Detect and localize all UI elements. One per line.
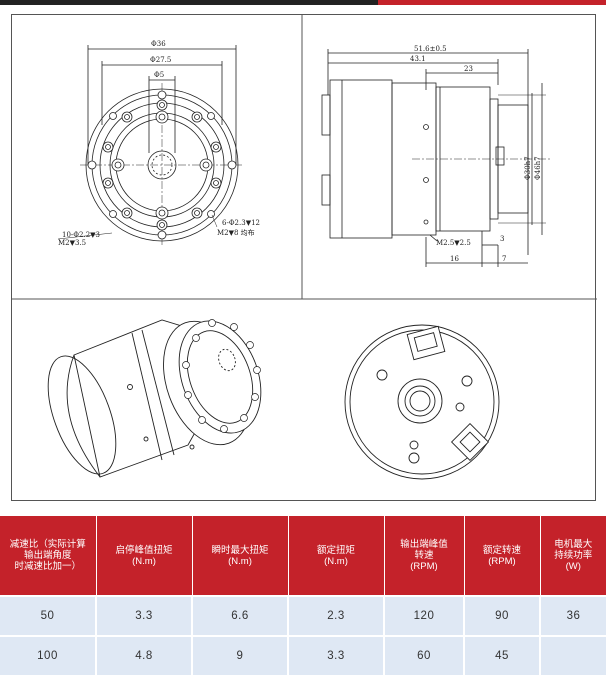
cell-output-peak-speed: 60: [384, 635, 465, 675]
header-reduction-ratio: 减速比（实际计算 输出端角度 时减速比加一）: [0, 516, 97, 596]
table-row: 100 4.8 9 3.3 60 45: [0, 635, 606, 675]
header-rated-torque: 额定扭矩 (N.m): [288, 516, 385, 596]
top-accent-red: [378, 0, 606, 5]
cell-rated-speed: 90: [464, 595, 541, 636]
dim-thread: M2.5▼2.5: [436, 239, 471, 247]
dim-dia-outer: Φ46h7: [534, 156, 542, 180]
cell-ratio: 100: [0, 635, 97, 675]
header-motor-max-power: 电机最大 持续功率 (W): [540, 516, 606, 596]
dim-d5: Φ5: [154, 71, 164, 79]
dim-len-body: 43.1: [410, 55, 426, 63]
cell-start-stop-peak: 3.3: [96, 595, 193, 636]
top-accent-bar: [0, 0, 606, 5]
cell-instant-max: 9: [192, 635, 289, 675]
cell-rated-torque: 3.3: [288, 635, 385, 675]
dim-holes-right-b: M2▼8 均布: [217, 228, 255, 237]
dim-holes-left-b: M2▼3.5: [58, 239, 86, 247]
header-rated-speed: 额定转速 (RPM): [464, 516, 541, 596]
cell-rated-speed: 45: [464, 635, 541, 675]
isometric-bolts: [182, 319, 261, 433]
spec-table: 减速比（实际计算 输出端角度 时减速比加一） 启停峰值扭矩 (N.m) 瞬时最大…: [0, 516, 606, 675]
dim-len-7: 7: [502, 255, 506, 263]
header-start-stop-peak-torque: 启停峰值扭矩 (N.m): [96, 516, 193, 596]
drawing-svg: Φ36 Φ27.5 Φ5 6-Φ2.3▼12 M2▼8 均布 10-Φ2.2▼3…: [12, 15, 597, 480]
cell-max-power: [540, 635, 606, 675]
dim-len-front: 23: [464, 65, 473, 73]
isometric-view: [47, 319, 262, 478]
dim-len-3: 3: [500, 235, 504, 243]
cell-output-peak-speed: 120: [384, 595, 465, 636]
dim-len-total: 51.6±0.5: [414, 45, 447, 53]
table-row: 50 3.3 6.6 2.3 120 90 36: [0, 595, 606, 636]
cell-ratio: 50: [0, 595, 97, 636]
rear-view: [344, 324, 500, 480]
header-output-peak-speed: 输出端峰值 转速 (RPM): [384, 516, 465, 596]
cell-instant-max: 6.6: [192, 595, 289, 636]
dim-holes-left-a: 10-Φ2.2▼3: [62, 231, 100, 239]
cell-start-stop-peak: 4.8: [96, 635, 193, 675]
dim-dia-inner: Φ30h7: [524, 156, 532, 180]
dim-len-16: 16: [450, 255, 459, 263]
dim-d36: Φ36: [151, 40, 166, 48]
header-instant-max-torque: 瞬时最大扭矩 (N.m): [192, 516, 289, 596]
front-view-holes: [87, 90, 237, 240]
dim-d27-5: Φ27.5: [150, 56, 171, 64]
cell-rated-torque: 2.3: [288, 595, 385, 636]
spec-header-row: 减速比（实际计算 输出端角度 时减速比加一） 启停峰值扭矩 (N.m) 瞬时最大…: [0, 516, 606, 596]
side-view: [321, 49, 552, 267]
technical-drawing: Φ36 Φ27.5 Φ5 6-Φ2.3▼12 M2▼8 均布 10-Φ2.2▼3…: [11, 14, 597, 501]
dim-holes-right-a: 6-Φ2.3▼12: [222, 219, 260, 227]
cell-max-power: 36: [540, 595, 606, 636]
